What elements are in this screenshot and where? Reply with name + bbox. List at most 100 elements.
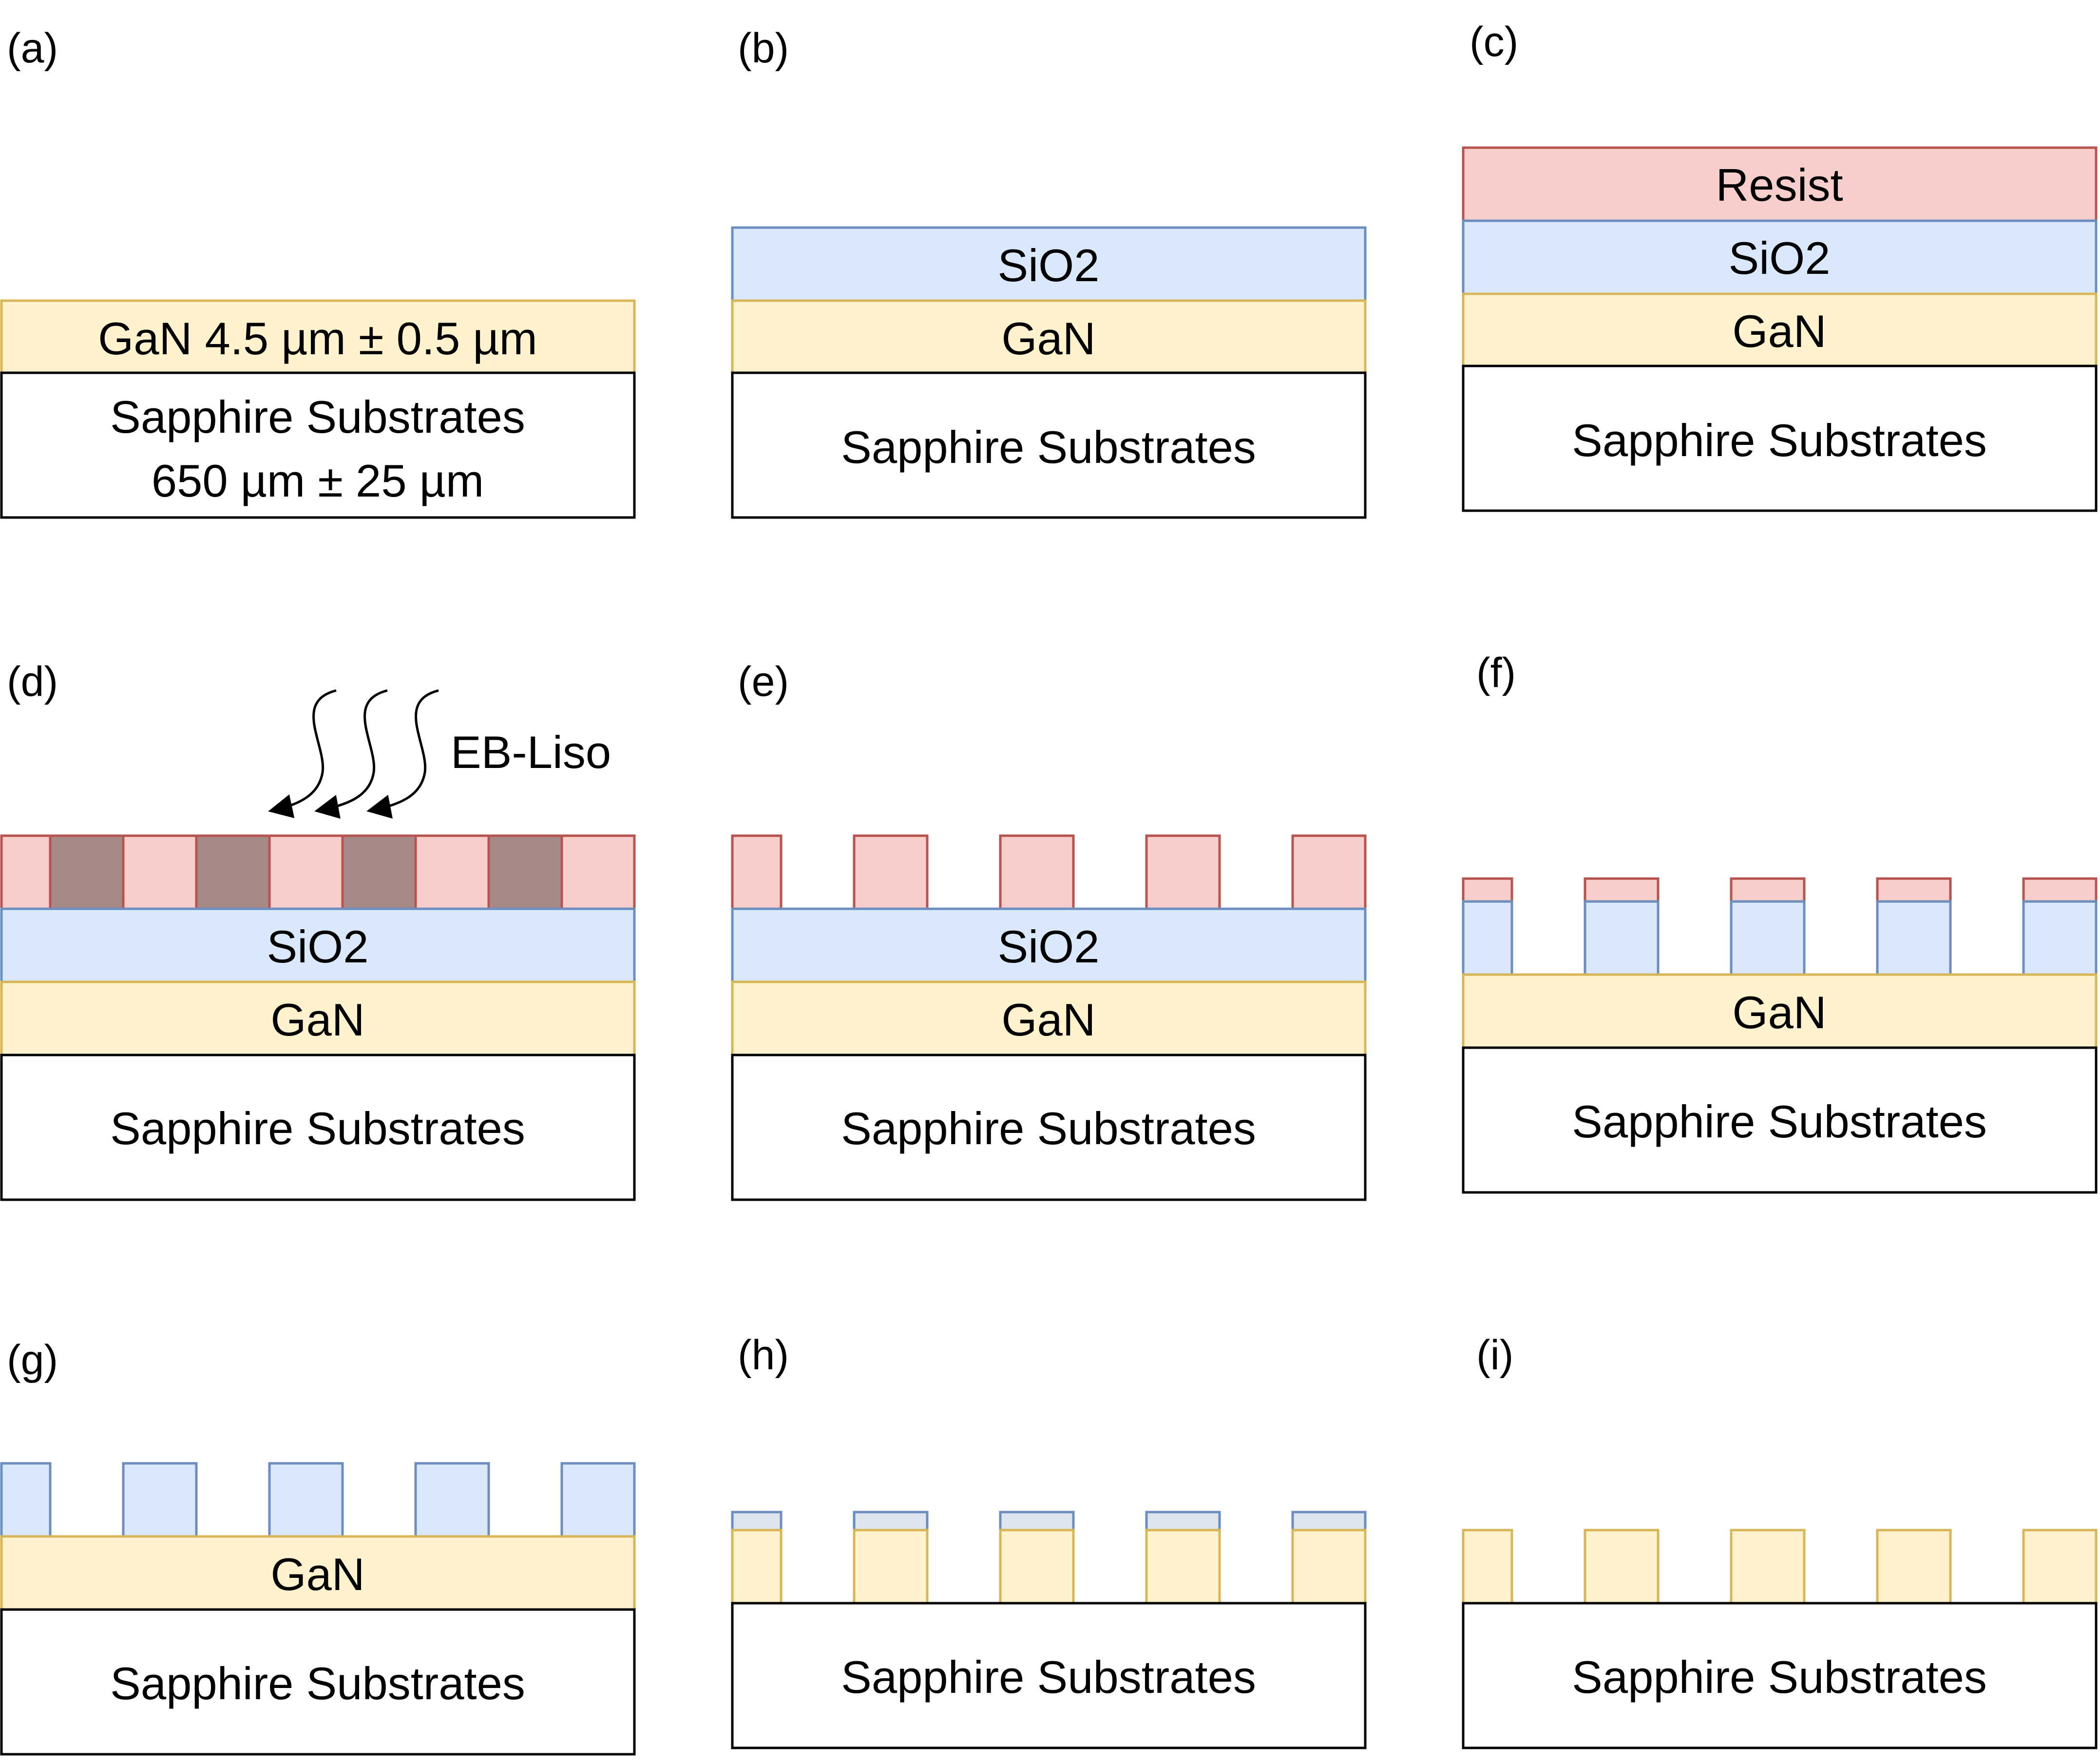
resist-exposed-segment [487,834,563,910]
sio2-residue-cap [1145,1511,1221,1532]
sio2-pillar [1876,900,1952,976]
sio2-residue-cap [1291,1511,1367,1532]
panel-d-sio2-label: SiO2 [267,921,369,972]
sio2-pillar [1462,900,1513,976]
panel-e-sio2-label: SiO2 [998,921,1100,972]
panel-b-gan-label: GaN [1001,313,1095,364]
gan-pillar [1876,1529,1952,1605]
gan-pillar [2022,1529,2098,1605]
sio2-residue-cap [999,1511,1075,1532]
resist-pillar [999,834,1075,910]
gan-pillar [1462,1529,1513,1605]
resist-unexposed-segment [0,834,52,910]
panel-a: (a) GaN 4.5 µm ± 0.5 µm Sapphire Substra… [0,25,636,519]
panel-f: (f) GaN Sapphire Substrates [1462,650,2098,1194]
panel-e-label: (e) [738,658,789,705]
gan-pillar [999,1529,1075,1605]
electron-beam-arrow [366,689,439,819]
resist-cap [1462,877,1513,903]
gan-pillar [1584,1529,1660,1605]
resist-pillar [1145,834,1221,910]
sio2-pillar [560,1462,636,1538]
gan-pillar [1291,1529,1367,1605]
panel-f-gan-label: GaN [1732,987,1826,1038]
panel-g-label: (g) [7,1337,58,1383]
panel-b-sio2-layer [731,226,1367,302]
panel-e-gan-layer [731,980,1367,1056]
panel-d-substrate [0,1054,636,1201]
panel-f-gan-layer [1462,973,2098,1049]
panel-d-label: (d) [7,658,58,705]
panel-g: (g) GaN Sapphire Substrates [0,1337,636,1756]
panel-h-label: (h) [738,1332,789,1379]
resist-pillar [853,834,929,910]
panel-d-beam-label: EB-Liso [451,727,611,778]
panel-a-substrate-thickness: 650 µm ± 25 µm [152,455,484,506]
panel-b-substrate [731,371,1367,519]
panel-h: (h) Sapphire Substrates [731,1332,1367,1749]
panel-b: (b) SiO2 GaN Sapphire Substrates [731,25,1367,519]
panel-a-gan-layer [0,299,636,374]
panel-c: (c) Resist SiO2 GaN Sapphire Substrates [1462,19,2098,512]
panel-c-substrate [1462,364,2098,512]
panel-b-gan-layer [731,299,1367,374]
gan-pillar [731,1529,783,1605]
resist-pillar [731,834,783,910]
resist-exposed-segment [341,834,417,910]
panel-d-sio2-layer [0,907,636,983]
panel-e-gan-label: GaN [1001,994,1095,1045]
panel-e-substrate [731,1054,1367,1201]
gan-pillar [853,1529,929,1605]
resist-cap [1876,877,1952,903]
panel-i-substrate-label: Sapphire Substrates [1572,1651,1987,1703]
electron-beam-arrow [314,689,388,819]
sio2-pillar [0,1462,52,1538]
panel-c-sio2-label: SiO2 [1729,232,1831,284]
panel-f-substrate-label: Sapphire Substrates [1572,1096,1987,1147]
resist-unexposed-segment [268,834,344,910]
gan-pillar [1730,1529,1806,1605]
sio2-pillar [122,1462,198,1538]
resist-cap [2022,877,2098,903]
panel-h-substrate-label: Sapphire Substrates [841,1651,1256,1703]
panel-g-substrate-label: Sapphire Substrates [110,1658,525,1709]
panel-b-substrate-label: Sapphire Substrates [841,422,1256,473]
panel-e: (e) SiO2 GaN Sapphire Substrates [731,658,1367,1201]
panel-h-substrate [731,1602,1367,1749]
panel-i-substrate [1462,1602,2098,1749]
panel-a-label: (a) [7,25,58,72]
resist-unexposed-segment [414,834,490,910]
panel-c-resist-layer [1462,146,2098,222]
panel-a-substrate-label: Sapphire Substrates [110,391,525,442]
panel-c-substrate-label: Sapphire Substrates [1572,415,1987,466]
gan-pillar [1145,1529,1221,1605]
sio2-pillar [1584,900,1660,976]
panel-d-gan-label: GaN [270,994,364,1045]
panel-c-label: (c) [1470,19,1518,65]
panel-g-substrate [0,1608,636,1756]
panel-e-substrate-label: Sapphire Substrates [841,1103,1256,1154]
panel-d: (d) EB-Liso SiO2 GaN Sapphire Substrates [0,658,636,1201]
resist-cap [1730,877,1806,903]
sio2-pillar [2022,900,2098,976]
panel-a-substrate [0,371,636,519]
panel-c-gan-label: GaN [1732,306,1826,357]
resist-cap [1584,877,1660,903]
panel-b-sio2-label: SiO2 [998,240,1100,291]
resist-exposed-segment [49,834,125,910]
resist-exposed-segment [195,834,271,910]
sio2-residue-cap [853,1511,929,1532]
panel-d-substrate-label: Sapphire Substrates [110,1103,525,1154]
electron-beam-arrow [268,689,337,818]
sio2-pillar [1730,900,1806,976]
resist-unexposed-segment [560,834,636,910]
panel-f-label: (f) [1476,650,1516,696]
resist-unexposed-segment [122,834,198,910]
resist-pillar [1291,834,1367,910]
panel-i: (i) Sapphire Substrates [1462,1332,2098,1749]
panel-g-gan-label: GaN [270,1549,364,1600]
panel-b-label: (b) [738,25,789,72]
panel-a-gan-label: GaN 4.5 µm ± 0.5 µm [98,313,537,364]
panel-c-gan-layer [1462,292,2098,367]
